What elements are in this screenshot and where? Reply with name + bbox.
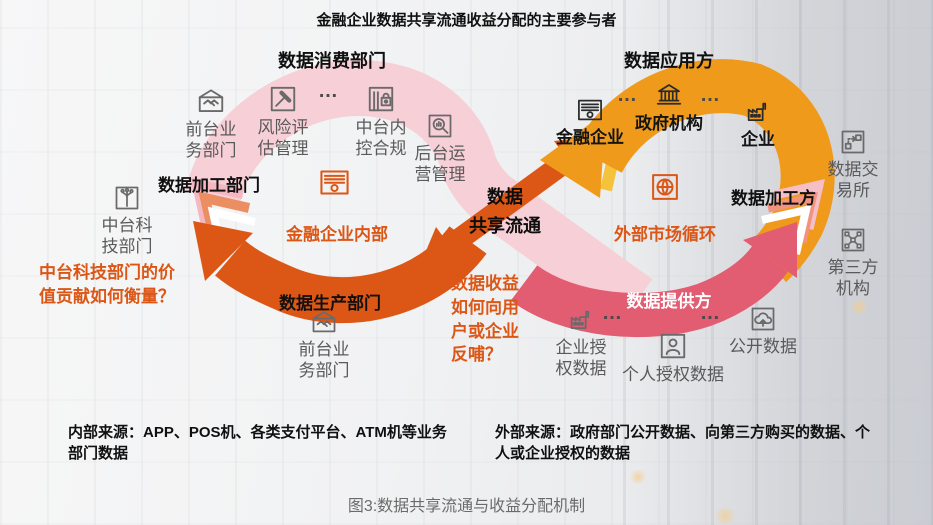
ellipsis-right-top-2: … — [700, 84, 721, 106]
network-nodes-icon — [839, 226, 867, 254]
node-label: 前台业 务部门 — [298, 340, 350, 380]
compliance-lock-icon — [366, 84, 396, 114]
handshake-icon — [196, 86, 226, 116]
right-loop-header: 数据应用方 — [624, 51, 714, 71]
factory-icon — [744, 98, 772, 126]
node-label: 中台科 技部门 — [101, 216, 153, 256]
background-light-dot — [848, 300, 870, 314]
node-label: 个人授权数据 — [622, 365, 724, 384]
left-loop-header: 数据消费部门 — [278, 51, 386, 71]
node-label: 后台运 营管理 — [414, 144, 466, 184]
tech-circuit-icon — [113, 184, 141, 212]
tech-value-question: 中台科技部门的价 值贡献如何衡量？ — [39, 263, 175, 306]
node-label: 金融企业 — [556, 128, 624, 147]
center-label-data: 数据 — [487, 187, 523, 207]
node-label: 前台业 务部门 — [185, 120, 237, 160]
handshake-icon — [310, 308, 338, 336]
exchange-route-icon — [839, 128, 867, 156]
node-label: 风险评 估管理 — [257, 118, 309, 158]
globe-icon — [650, 172, 680, 202]
center-exchange-arrow — [443, 151, 575, 255]
provider-chevron-white — [761, 204, 812, 255]
left-loop-band — [185, 59, 653, 325]
banknote-icon — [576, 96, 604, 124]
node-public-data: 公开数据 — [722, 305, 804, 358]
production-arrowhead — [193, 221, 253, 281]
node-government: 政府机构 — [631, 80, 707, 134]
node-label: 数据交 易所 — [827, 160, 879, 200]
external-sources-footnote: 外部来源：政府部门公开数据、向第三方购买的数据、个 人或企业授权的数据 — [495, 424, 871, 463]
background-light-dot — [712, 508, 738, 524]
node-label: 公开数据 — [729, 337, 797, 356]
right-loop-arrowhead — [540, 112, 606, 198]
node-financial-enterprise: 金融企业 — [548, 96, 632, 148]
node-front-office-bottom: 前台业 务部门 — [286, 308, 362, 381]
production-dept-label: 数据生产部门 — [279, 294, 381, 313]
node-back-office-ops: 后台运 营管理 — [402, 112, 478, 185]
ops-magnifier-icon — [426, 112, 454, 140]
ellipsis-sources-1: … — [602, 302, 623, 324]
center-label-circulation: 共享流通 — [469, 216, 541, 236]
external-market-label: 外部市场循环 — [614, 225, 716, 244]
node-risk-management: 风险评 估管理 — [245, 84, 321, 159]
background-light-dot — [628, 470, 648, 484]
node-middle-tech: 中台科 技部门 — [89, 184, 165, 257]
figure-caption: 图3:数据共享流通与收益分配机制 — [347, 498, 586, 515]
node-corp-authorized-data: 企业授 权数据 — [542, 306, 620, 379]
ellipsis-right-top-1: … — [617, 84, 638, 106]
gavel-icon — [268, 84, 298, 114]
production-arc — [215, 225, 487, 324]
node-label: 政府机构 — [635, 114, 703, 133]
government-bank-icon — [654, 80, 684, 110]
node-data-exchange: 数据交 易所 — [818, 128, 888, 201]
node-label: 企业授 权数据 — [555, 338, 607, 378]
ellipsis-sources-2: … — [700, 302, 721, 324]
processing-party-label: 数据加工方 — [731, 189, 816, 208]
internal-loop-label: 金融企业内部 — [286, 225, 388, 244]
provider-arrowhead — [743, 222, 797, 278]
node-compliance: 中台内 控合规 — [343, 84, 419, 159]
node-front-office-top: 前台业 务部门 — [173, 86, 249, 161]
processing-dept-label: 数据加工部门 — [158, 176, 260, 195]
provider-party-label: 数据提供方 — [626, 292, 712, 311]
revenue-feedback-question: 数据收益 如何向用 户或企业 反哺？ — [451, 274, 519, 365]
node-enterprise: 企业 — [720, 98, 796, 150]
internal-sources-footnote: 内部来源：APP、POS机、各类支付平台、ATM机等业务 部门数据 — [68, 424, 447, 463]
factory-icon — [567, 306, 595, 334]
node-label: 第三方 机构 — [827, 258, 879, 298]
diagram-title: 金融企业数据共享流通收益分配的主要参与者 — [316, 12, 617, 29]
provider-arc — [510, 245, 788, 338]
ellipsis-left-top: … — [318, 80, 339, 102]
node-third-party: 第三方 机构 — [815, 226, 891, 299]
person-icon — [658, 331, 688, 361]
banknote-icon — [318, 166, 351, 199]
cloud-upload-icon — [749, 305, 777, 333]
node-label: 企业 — [741, 130, 775, 149]
node-personal-authorized-data: 个人授权数据 — [608, 331, 738, 386]
node-label: 中台内 控合规 — [355, 118, 407, 158]
